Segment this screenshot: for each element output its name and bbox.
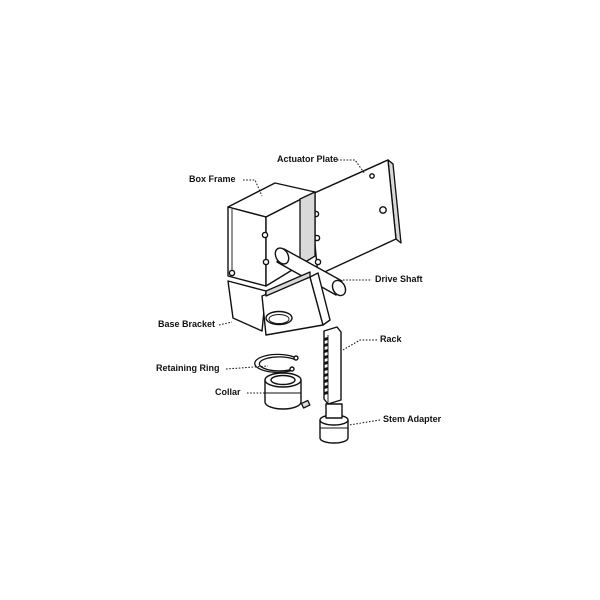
- leader-rack: [342, 339, 377, 351]
- label-rack: Rack: [380, 334, 402, 344]
- label-collar: Collar: [215, 387, 241, 397]
- label-retaining-ring: Retaining Ring: [156, 363, 220, 373]
- stem-adapter: [319, 403, 349, 444]
- label-stem-adapter: Stem Adapter: [383, 414, 442, 424]
- label-actuator-plate: Actuator Plate: [277, 154, 339, 164]
- rack: [323, 326, 342, 405]
- retaining-ring: [254, 353, 299, 374]
- label-box-frame: Box Frame: [189, 174, 236, 184]
- label-drive-shaft: Drive Shaft: [375, 274, 423, 284]
- base-bracket: [227, 271, 331, 336]
- leader-base-bracket: [218, 321, 233, 326]
- leader-lines: [218, 159, 381, 426]
- leader-actuator-plate: [337, 159, 366, 175]
- leader-retaining-ring: [225, 365, 269, 370]
- actuator-plate: [309, 159, 402, 276]
- collar: [264, 372, 311, 410]
- leader-box-frame: [243, 179, 263, 197]
- leader-stem-adapter: [348, 419, 381, 426]
- label-base-bracket: Base Bracket: [158, 319, 216, 329]
